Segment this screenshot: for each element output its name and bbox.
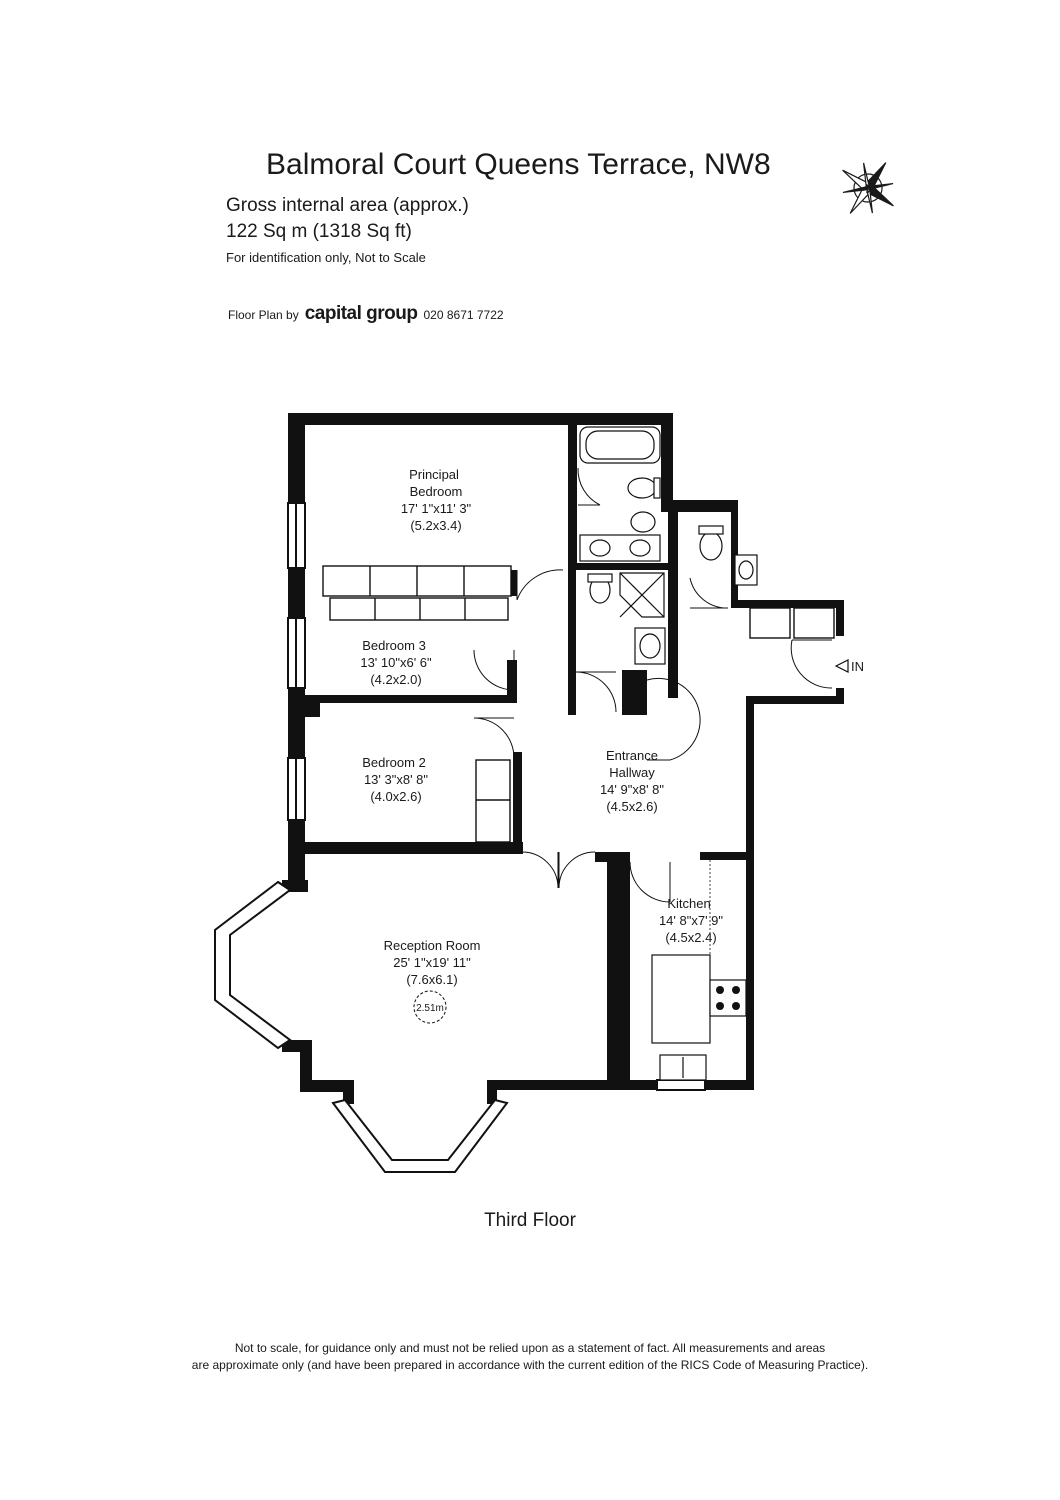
plan-title: Balmoral Court Queens Terrace, NW8: [266, 148, 771, 181]
bedroom-3-name: Bedroom 3: [362, 638, 426, 653]
entrance-hallway-name-1: Entrance: [606, 748, 658, 763]
principal-bedroom-metric: (5.2x3.4): [410, 518, 461, 533]
bedroom-2-name: Bedroom 2: [362, 755, 426, 770]
reception-room-name: Reception Room: [384, 938, 481, 953]
principal-bedroom-name-1: Principal: [409, 467, 459, 482]
kitchen-metric: (4.5x2.4): [665, 930, 716, 945]
reception-room-metric: (7.6x6.1): [406, 972, 457, 987]
credit-prefix: Floor Plan by: [228, 308, 299, 322]
bay-window-west: [214, 880, 292, 1050]
footer-disclaimer: Not to scale, for guidance only and must…: [0, 1340, 1060, 1374]
footer-line-1: Not to scale, for guidance only and must…: [234, 1341, 826, 1355]
bedroom-2-imperial: 13' 3"x8' 8": [364, 772, 428, 787]
ceiling-height-label: 2.51m: [416, 1003, 444, 1014]
door-swings: [473, 467, 833, 903]
kitchen-imperial: 14' 8"x7' 9": [659, 913, 723, 928]
principal-bedroom-name-2: Bedroom: [410, 484, 463, 499]
hob-burners: [716, 986, 740, 1010]
bathroom-fittings: [579, 426, 758, 665]
wardrobes: [322, 565, 835, 843]
entrance-arrow-icon: [834, 659, 849, 673]
bedroom-2-metric: (4.0x2.6): [370, 789, 421, 804]
brand-logo: capital group: [304, 303, 418, 324]
bay-window-south: [331, 1098, 509, 1173]
bedroom-3-metric: (4.2x2.0): [370, 672, 421, 687]
entrance-hallway-metric: (4.5x2.6): [606, 799, 657, 814]
windows-west: [287, 502, 706, 1091]
entrance-hallway-name-2: Hallway: [609, 765, 655, 780]
kitchen-fittings: [651, 954, 747, 1081]
area-value: 122 Sq m (1318 Sq ft): [226, 221, 412, 242]
principal-bedroom-imperial: 17' 1"x11' 3": [401, 501, 472, 516]
ceiling-height-marker: [413, 990, 447, 1024]
compass-icon: N: [842, 162, 894, 214]
interior-walls: [305, 425, 754, 1088]
footer-line-2: are approximate only (and have been prep…: [191, 1358, 869, 1372]
floor-name: Third Floor: [484, 1210, 576, 1231]
entrance-label: IN: [851, 659, 864, 674]
reception-room-imperial: 25' 1"x19' 11": [393, 955, 471, 970]
area-label: Gross internal area (approx.): [226, 195, 469, 216]
floor-plan-credit: Floor Plan by capital group 020 8671 772…: [228, 303, 504, 325]
bedroom-3-imperial: 13' 10"x6' 6": [360, 655, 432, 670]
entrance-hallway-imperial: 14' 9"x8' 8": [600, 782, 664, 797]
kitchen-name: Kitchen: [667, 896, 710, 911]
credit-phone: 020 8671 7722: [423, 308, 504, 322]
identification-note: For identification only, Not to Scale: [226, 250, 426, 265]
